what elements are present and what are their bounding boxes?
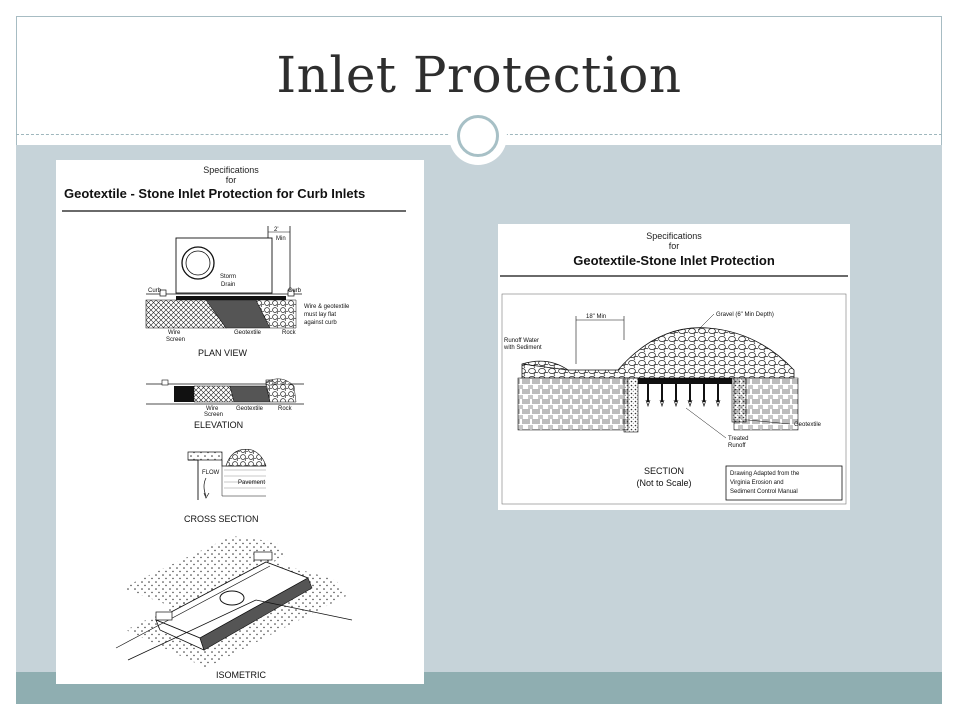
elev-wire: Wire xyxy=(206,406,219,412)
section-drawing: 18" Min Gravel (6" Min Depth) Runoff Wat… xyxy=(503,312,843,501)
spec-line-2: for xyxy=(226,175,237,185)
isometric-view: ISOMETRIC xyxy=(115,536,353,680)
label-runoff-2: with Sediment xyxy=(503,345,542,351)
label-screen: Screen xyxy=(166,337,185,343)
divider-circle-ornament xyxy=(449,107,507,165)
label-curb-right: Curb xyxy=(288,288,302,294)
section-title: SECTION xyxy=(644,466,684,476)
elev-geotextile: Geotextile xyxy=(236,406,264,412)
dim-2ft: 2' xyxy=(274,227,278,233)
plan-view-title: PLAN VIEW xyxy=(198,348,248,358)
dim-18-min: 18" Min xyxy=(586,314,606,320)
spec-line-1: Specifications xyxy=(203,165,259,175)
label-curb-left: Curb xyxy=(148,288,162,294)
elev-rock: Rock xyxy=(278,406,293,412)
credit-box xyxy=(725,465,843,501)
curb-inlet-spec-drawing: Specifications for Geotextile - Stone In… xyxy=(56,160,424,684)
credit-line-2: Virginia Erosion and xyxy=(730,480,784,486)
credit-line-3: Sediment Control Manual xyxy=(730,489,798,495)
label-drain: Drain xyxy=(221,282,235,288)
cross-section-view: FLOW Pavement CROSS SECTION xyxy=(184,449,267,524)
right-label-geotextile: Geotextile xyxy=(794,422,822,428)
isometric-title: ISOMETRIC xyxy=(216,670,267,680)
dim-min: Min xyxy=(276,236,286,242)
label-gravel: Gravel (6" Min Depth) xyxy=(716,312,774,318)
elevation-view: Wire Screen Geotextile Rock ELEVATION xyxy=(146,378,304,430)
label-runoff-1: Runoff Water xyxy=(504,338,539,344)
right-spec-line-1: Specifications xyxy=(646,231,702,241)
label-wire: Wire xyxy=(168,330,181,336)
footer-line xyxy=(16,704,942,706)
credit-line-1: Drawing Adapted from the xyxy=(730,471,800,477)
section-frame xyxy=(501,293,847,505)
label-treated-2: Runoff xyxy=(728,443,746,449)
elev-screen: Screen xyxy=(204,412,223,418)
label-storm: Storm xyxy=(220,274,236,280)
slide-title: Inlet Protection xyxy=(276,46,682,104)
right-spec-line-2: for xyxy=(669,241,680,251)
note-line-3: against curb xyxy=(304,320,337,326)
label-rock: Rock xyxy=(282,330,297,336)
label-flow: FLOW xyxy=(202,470,220,476)
plan-view: 2' Min Storm Drain Curb Curb Wire & geot… xyxy=(145,226,350,358)
geotextile-stone-svg: Specifications for Geotextile-Stone Inle… xyxy=(500,231,848,505)
note-line-2: must lay flat xyxy=(304,312,336,318)
cross-section-title: CROSS SECTION xyxy=(184,514,259,524)
geotextile-stone-spec-drawing: Specifications for Geotextile-Stone Inle… xyxy=(498,224,850,510)
spec-heading: Geotextile - Stone Inlet Protection for … xyxy=(64,186,365,201)
note-line-1: Wire & geotextile xyxy=(304,304,350,310)
label-geotextile: Geotextile xyxy=(234,330,262,336)
ring-icon xyxy=(457,115,499,157)
curb-inlet-svg: Specifications for Geotextile - Stone In… xyxy=(62,165,406,680)
right-spec-heading: Geotextile-Stone Inlet Protection xyxy=(573,253,775,268)
title-area: Inlet Protection xyxy=(16,16,942,134)
label-pavement: Pavement xyxy=(238,480,265,486)
section-subtitle: (Not to Scale) xyxy=(636,478,691,488)
label-treated-1: Treated xyxy=(728,436,748,442)
elevation-title: ELEVATION xyxy=(194,420,243,430)
